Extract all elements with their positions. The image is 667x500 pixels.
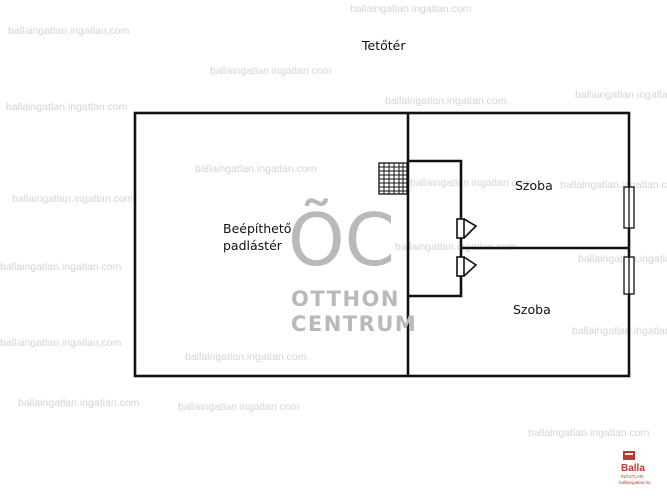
watermark-text: ballaingatlan.ingatlan.com [178, 401, 300, 413]
door-icon [456, 256, 478, 277]
watermark-text: ballaingatlan.ingatlan.com [210, 65, 332, 77]
watermark-text: ballaingatlan.ingatlan.com [195, 163, 317, 175]
logo-line-2: CENTRUM [291, 312, 417, 336]
floor-title: Tetőtér [361, 38, 406, 53]
watermark-text: ballaingatlan.ingatlan.com [572, 325, 667, 337]
otthon-centrum-logo: ÕC OTTHON CENTRUM [288, 198, 417, 336]
logo-line-1: OTTHON [291, 287, 400, 311]
room-label-attic: padlástér [223, 238, 283, 253]
balla-url: ballaingatlan.hu [619, 480, 651, 485]
balla-name: Balla [621, 463, 645, 474]
watermark-text: ballaingatlan.ingatlan.com [6, 101, 128, 113]
watermark-text: ballaingatlan.ingatlan.com [578, 253, 667, 265]
watermark-text: ballaingatlan.ingatlan.com [395, 241, 517, 253]
watermark-text: ballaingatlan.ingatlan.com [18, 397, 140, 409]
watermark-text: ballaingatlan.ingatlan.com [560, 179, 667, 191]
watermark-text: ballaingatlan.ingatlan.com [0, 261, 122, 273]
window-icon [623, 186, 635, 229]
window-icon [623, 256, 635, 295]
room-label-bedroom: Szoba [515, 178, 553, 193]
room-label-attic: Beépíthető [223, 221, 291, 236]
watermark-text: ballaingatlan.ingatlan.com [0, 337, 122, 349]
watermark-text: ballaingatlan.ingatlan.com [575, 89, 667, 101]
watermark-text: ballaingatlan.ingatlan.com [528, 427, 650, 439]
balla-flag-icon [623, 451, 635, 460]
watermark-layer: ballaingatlan.ingatlan.com ballaingatlan… [0, 3, 667, 439]
watermark-text: ballaingatlan.ingatlan.com [385, 95, 507, 107]
outer-wall [133, 111, 631, 378]
door-icon [456, 218, 478, 239]
balla-logo: Balla INGATLAN ballaingatlan.hu [619, 451, 651, 485]
logo-monogram: ÕC [288, 198, 395, 282]
watermark-text: ballaingatlan.ingatlan.com [185, 351, 307, 363]
balla-tagline: INGATLAN [621, 474, 643, 479]
watermark-text: ballaingatlan.ingatlan.com [350, 3, 472, 15]
watermark-text: ballaingatlan.ingatlan.com [12, 193, 134, 205]
room-label-bedroom: Szoba [513, 302, 551, 317]
stairs-icon [378, 162, 408, 195]
watermark-text: ballaingatlan.ingatlan.com [410, 177, 532, 189]
watermark-text: ballaingatlan.ingatlan.com [8, 25, 130, 37]
